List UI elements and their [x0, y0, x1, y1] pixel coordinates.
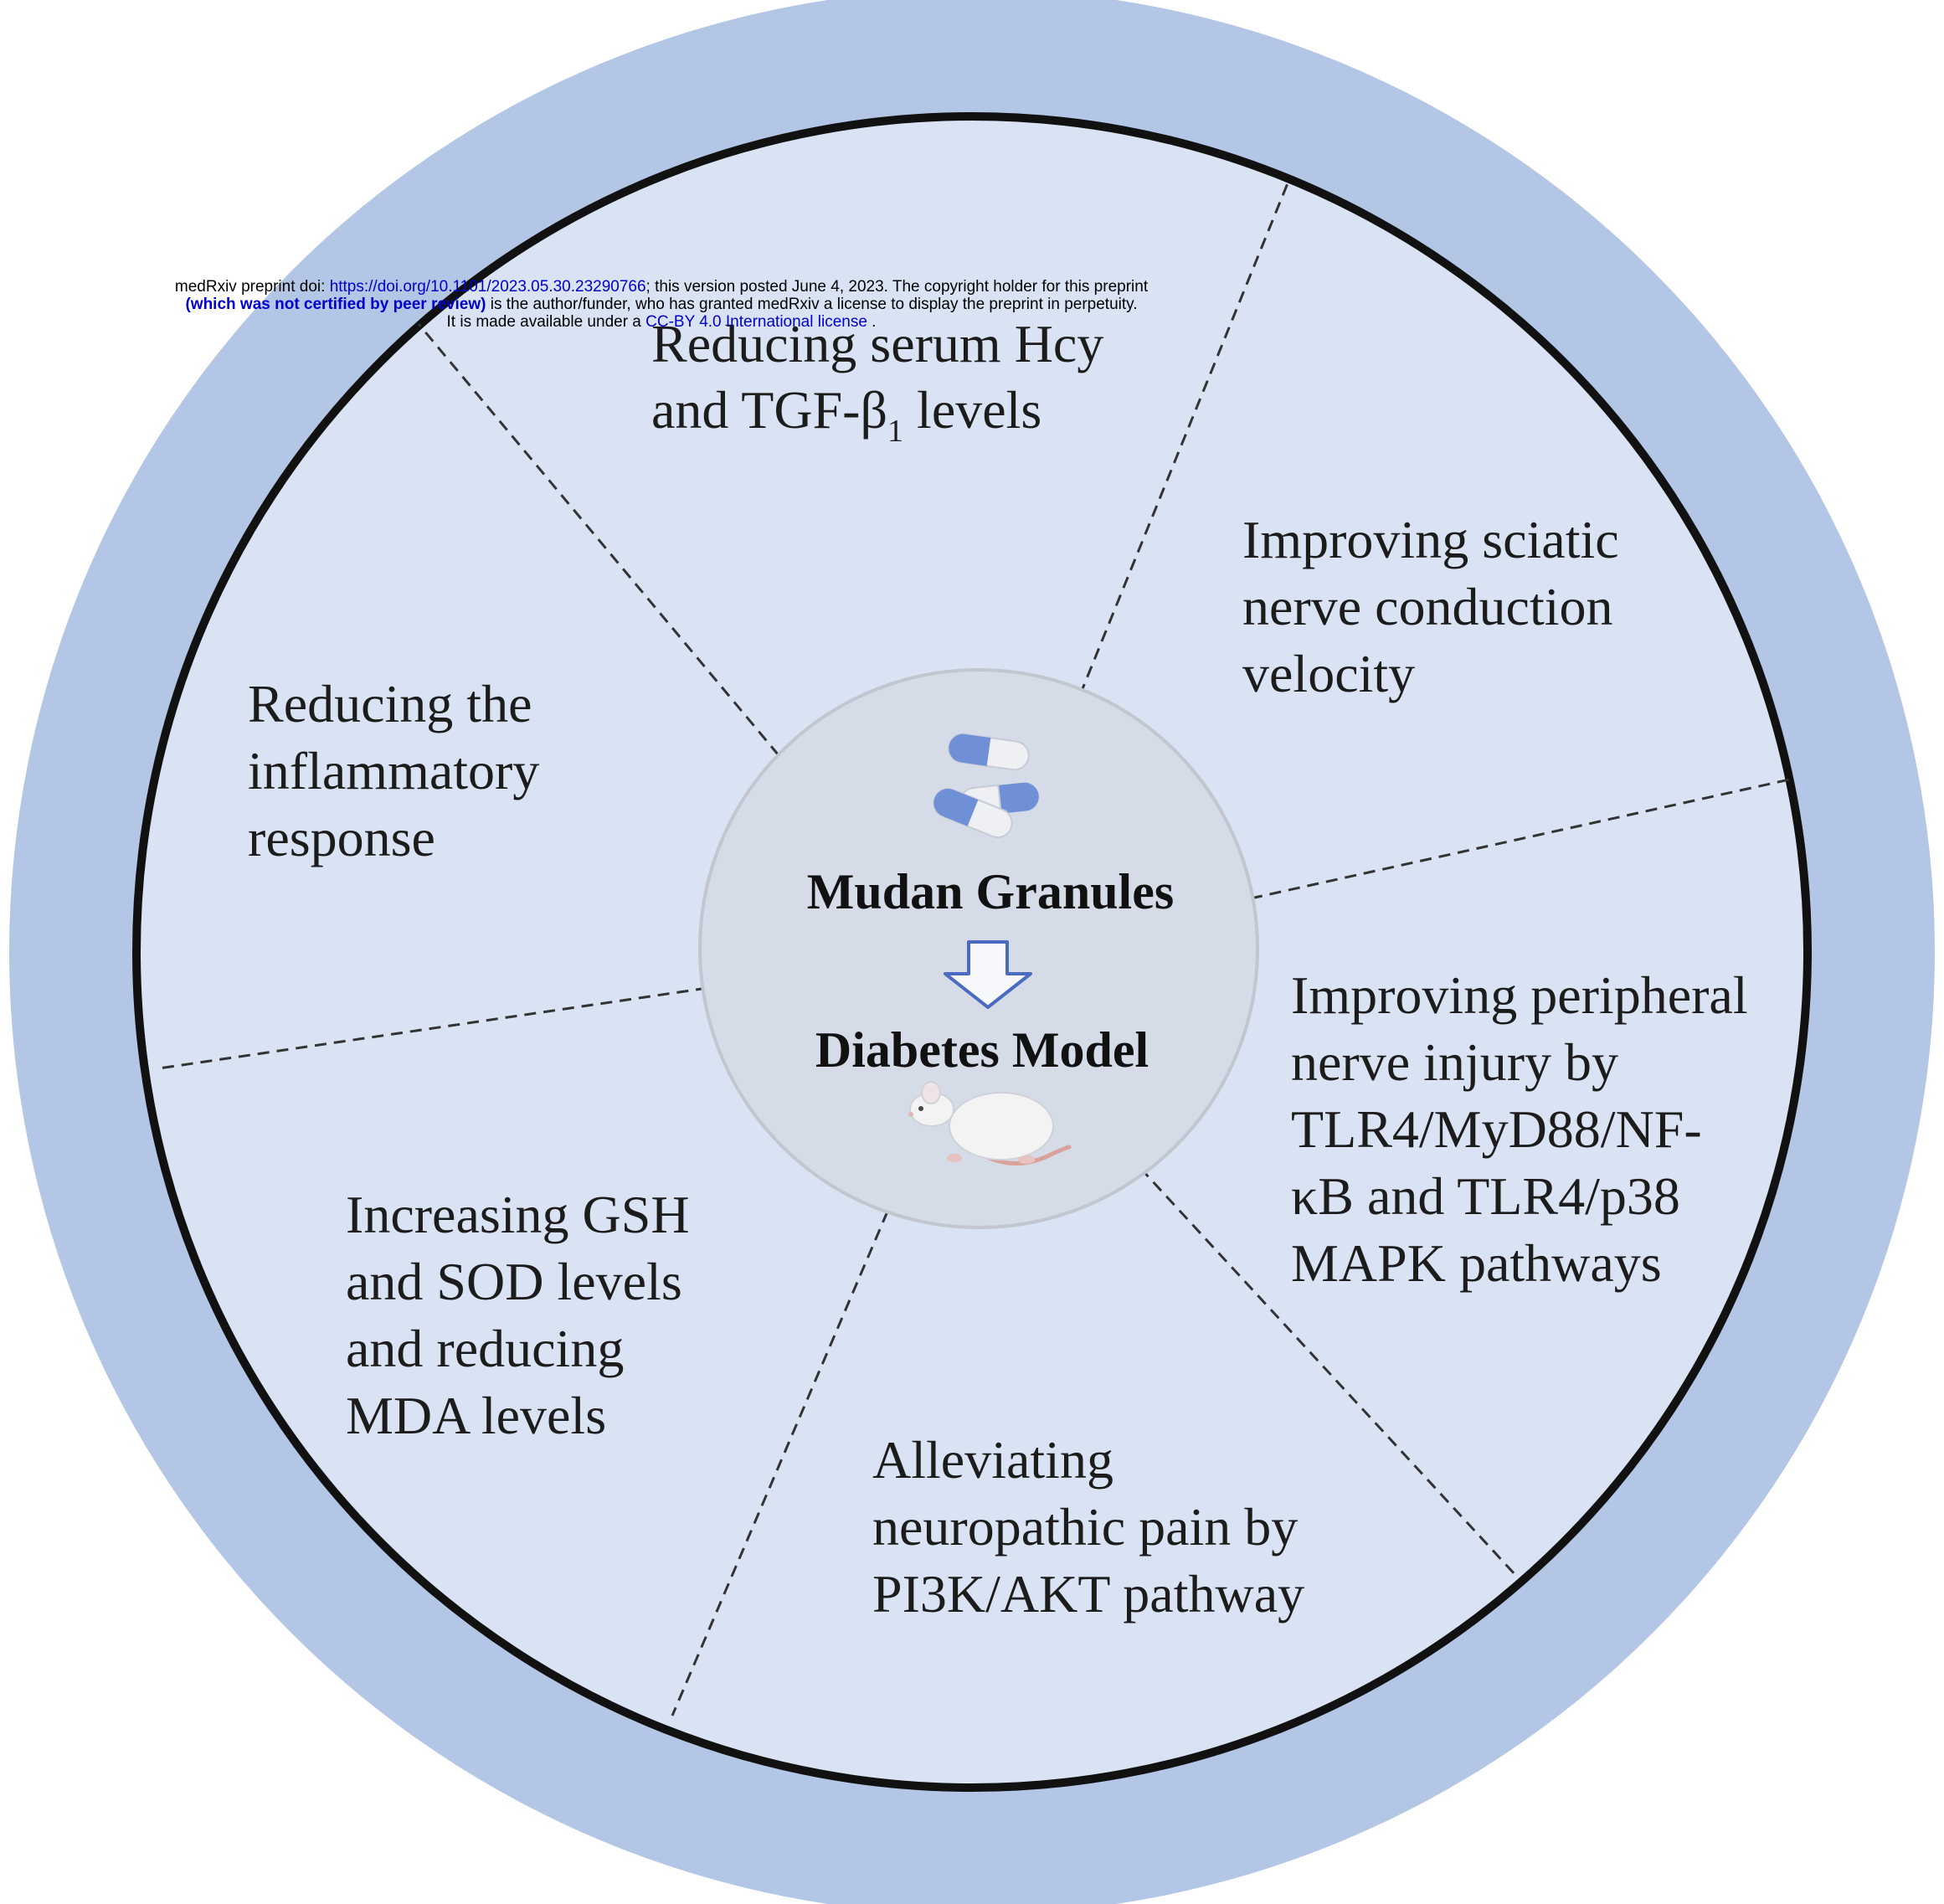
- center-subtitle: Diabetes Model: [815, 1022, 1149, 1078]
- segment-right: Improving peripheral nerve injury by TLR…: [1291, 965, 1748, 1293]
- segment-upper-right-line: velocity: [1242, 644, 1415, 703]
- segment-right-line: TLR4/MyD88/NF-: [1291, 1099, 1702, 1159]
- preprint-banner: medRxiv preprint doi: https://doi.org/10…: [109, 278, 1214, 331]
- segment-top-line2-sub: 1: [887, 414, 903, 449]
- doi-link[interactable]: https://doi.org/10.1101/2023.05.30.23290…: [329, 278, 646, 296]
- segment-top-line1: Reducing serum Hcy: [651, 314, 1103, 373]
- segment-upper-right: Improving sciatic nerve conduction veloc…: [1242, 510, 1619, 703]
- segment-bottom: Alleviating neuropathic pain by PI3K/AKT…: [872, 1430, 1304, 1624]
- segment-top-line2: and TGF-β1 levels: [651, 380, 1041, 449]
- segment-lower-left-line: and reducing: [346, 1319, 624, 1378]
- capsules-icon: [933, 733, 1039, 838]
- segment-right-line: Improving peripheral: [1291, 965, 1748, 1025]
- banner-line3-prefix: It is made available under a: [446, 313, 646, 331]
- segment-lower-left-line: Increasing GSH: [346, 1185, 690, 1244]
- banner-line1-prefix: medRxiv preprint doi:: [174, 278, 330, 296]
- banner-line-2: (which was not certified by peer review)…: [109, 296, 1214, 313]
- segment-upper-right-line: nerve conduction: [1242, 577, 1613, 636]
- center-title: Mudan Granules: [807, 864, 1174, 919]
- divider-right-lower: [1139, 1166, 1518, 1577]
- mouse-icon: [908, 1081, 1072, 1166]
- banner-line2-rest: is the author/funder, who has granted me…: [486, 296, 1138, 313]
- segment-left-line: response: [248, 808, 435, 867]
- banner-line1-suffix: ; this version posted June 4, 2023. The …: [645, 278, 1149, 296]
- segment-right-line: κB and TLR4/p38: [1291, 1166, 1680, 1226]
- segment-dividers: [158, 183, 1794, 1716]
- segment-top-line2-pre: and TGF-β: [651, 380, 887, 440]
- segment-left-line: inflammatory: [248, 741, 539, 800]
- segment-right-line: MAPK pathways: [1291, 1233, 1662, 1293]
- divider-top-left: [417, 323, 780, 756]
- segment-left: Reducing the inflammatory response: [248, 674, 539, 867]
- down-arrow-icon: [944, 940, 1032, 1009]
- segment-top-line2-post: levels: [903, 380, 1041, 440]
- divider-right-upper: [1250, 777, 1794, 900]
- segment-bottom-line: Alleviating: [872, 1430, 1113, 1490]
- peer-review-notice: (which was not certified by peer review): [185, 296, 486, 313]
- banner-line-1: medRxiv preprint doi: https://doi.org/10…: [109, 278, 1214, 296]
- divider-bottom: [671, 1211, 889, 1716]
- segment-lower-left: Increasing GSH and SOD levels and reduci…: [346, 1185, 690, 1445]
- segment-top: Reducing serum Hcy and TGF-β1 levels: [651, 314, 1103, 449]
- segment-left-line: Reducing the: [248, 674, 532, 733]
- segment-lower-left-line: and SOD levels: [346, 1252, 682, 1311]
- segment-right-line: nerve injury by: [1291, 1032, 1618, 1092]
- segment-lower-left-line: MDA levels: [346, 1386, 606, 1445]
- segment-bottom-line: PI3K/AKT pathway: [872, 1564, 1304, 1624]
- segment-bottom-line: neuropathic pain by: [872, 1497, 1298, 1557]
- segment-upper-right-line: Improving sciatic: [1242, 510, 1619, 569]
- banner-line-3: It is made available under a CC-BY 4.0 I…: [109, 313, 1214, 331]
- license-link[interactable]: CC-BY 4.0 International license: [645, 313, 867, 331]
- divider-left: [158, 986, 708, 1070]
- banner-line3-suffix: .: [867, 313, 877, 331]
- divider-top-right: [1078, 183, 1289, 696]
